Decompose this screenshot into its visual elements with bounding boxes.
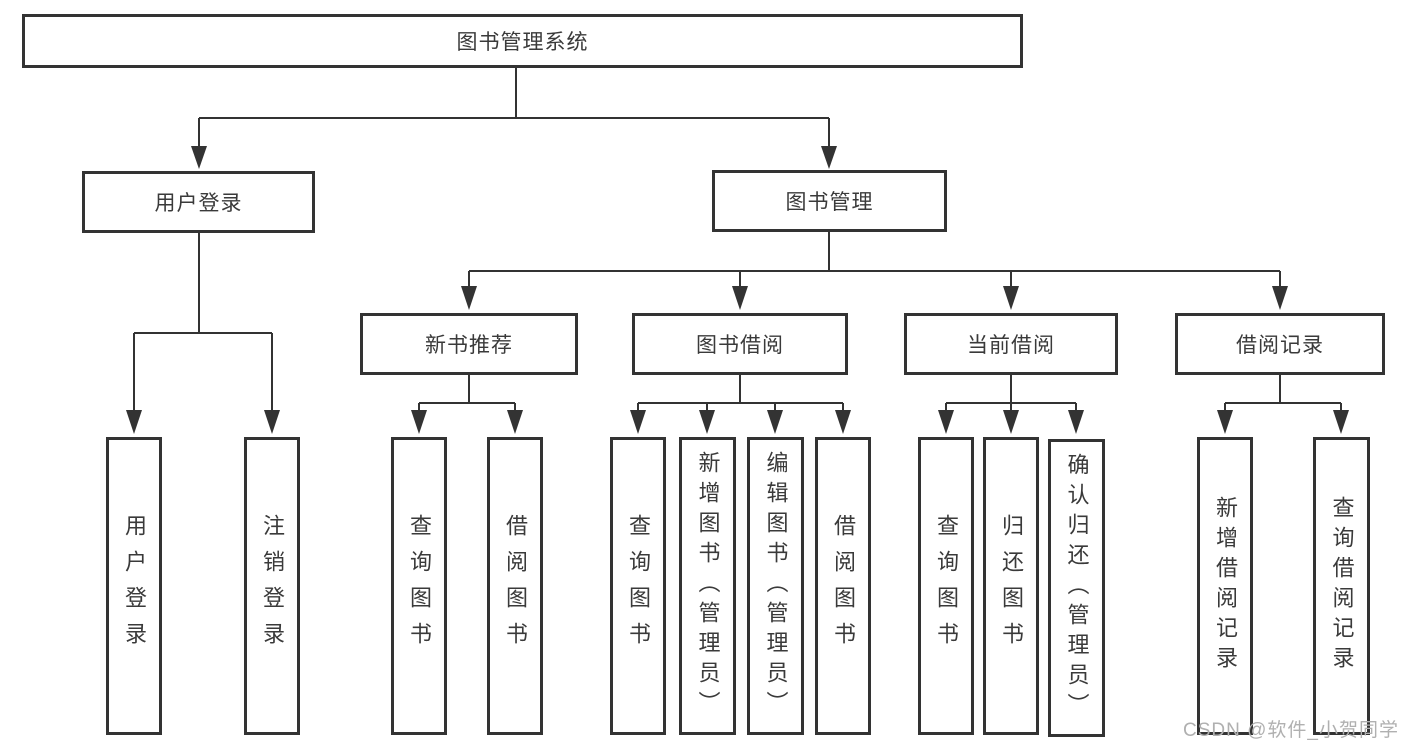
leaf-label: 归还图书 xyxy=(999,514,1024,658)
leaf-label: 借阅图书 xyxy=(831,514,856,658)
arrowhead xyxy=(461,286,477,310)
node-book-management: 图书管理 xyxy=(712,170,947,232)
node-new-book-recommend: 新书推荐 xyxy=(360,313,578,375)
leaf-label: 新增借阅记录 xyxy=(1213,496,1238,676)
arrowhead xyxy=(767,410,783,434)
arrowhead xyxy=(1003,286,1019,310)
arrowhead xyxy=(411,410,427,434)
arrowhead xyxy=(191,146,207,169)
connector-book-management-to-level2 xyxy=(461,232,1288,310)
arrowhead xyxy=(821,146,837,169)
leaf-edit-books-admin: 编辑图书（管理员） xyxy=(747,437,804,735)
arrowhead xyxy=(264,410,280,434)
leaf-query-books-recommend: 查询图书 xyxy=(391,437,447,735)
leaf-return-books: 归还图书 xyxy=(983,437,1039,735)
connector-current-borrow-to-leaves xyxy=(938,375,1084,434)
arrowhead xyxy=(1272,286,1288,310)
arrowhead xyxy=(938,410,954,434)
leaf-label: 查询图书 xyxy=(407,514,432,658)
node-borrow-records: 借阅记录 xyxy=(1175,313,1385,375)
leaf-label: 注销登录 xyxy=(260,514,285,658)
arrowhead xyxy=(630,410,646,434)
leaf-add-borrow-record: 新增借阅记录 xyxy=(1197,437,1253,735)
leaf-logout: 注销登录 xyxy=(244,437,300,735)
leaf-label: 编辑图书（管理员） xyxy=(763,451,789,721)
node-user-login: 用户登录 xyxy=(82,171,315,233)
csdn-watermark: CSDN @软件_小贺同学 xyxy=(1183,720,1399,741)
leaf-label: 查询图书 xyxy=(626,514,651,658)
leaf-label: 借阅图书 xyxy=(503,514,528,658)
leaf-query-books-current: 查询图书 xyxy=(918,437,974,735)
leaf-label: 查询借阅记录 xyxy=(1329,496,1355,676)
leaf-user-login: 用户登录 xyxy=(106,437,162,735)
arrowhead xyxy=(126,410,142,434)
leaf-label: 用户登录 xyxy=(122,514,147,658)
connector-new-book-recommend-to-leaves xyxy=(411,375,523,434)
connector-book-borrow-to-leaves xyxy=(630,375,851,434)
leaf-label: 确认归还（管理员） xyxy=(1064,453,1090,723)
leaf-borrow-books-recommend: 借阅图书 xyxy=(487,437,543,735)
leaf-query-borrow-record: 查询借阅记录 xyxy=(1313,437,1370,735)
arrowhead xyxy=(699,410,715,434)
leaf-query-books-borrow: 查询图书 xyxy=(610,437,666,735)
arrowhead xyxy=(1217,410,1233,434)
node-current-borrow: 当前借阅 xyxy=(904,313,1118,375)
leaf-confirm-return-admin: 确认归还（管理员） xyxy=(1048,439,1105,737)
arrowhead xyxy=(507,410,523,434)
arrowhead xyxy=(1003,410,1019,434)
leaf-label: 查询图书 xyxy=(934,514,959,658)
leaf-add-books-admin: 新增图书（管理员） xyxy=(679,437,736,735)
node-root-system: 图书管理系统 xyxy=(22,14,1023,68)
connector-user-login-to-leaves xyxy=(126,233,280,434)
leaf-label: 新增图书（管理员） xyxy=(695,451,721,721)
connector-root-to-level1 xyxy=(191,68,837,169)
arrowhead xyxy=(732,286,748,310)
arrowhead xyxy=(1333,410,1349,434)
arrowhead xyxy=(1068,410,1084,434)
leaf-borrow-books: 借阅图书 xyxy=(815,437,871,735)
arrowhead xyxy=(835,410,851,434)
connector-borrow-records-to-leaves xyxy=(1217,375,1349,434)
node-book-borrow: 图书借阅 xyxy=(632,313,848,375)
